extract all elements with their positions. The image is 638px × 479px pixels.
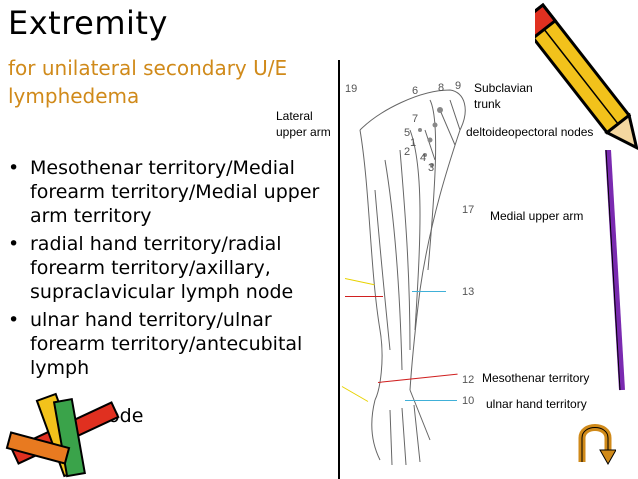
arm-lymphatic-diagram [359,89,466,466]
label-7: 7 [412,113,419,125]
label-12: 12 [462,374,475,386]
label-1: 1 [410,137,417,149]
bullet-list: •Mesothenar territory/Medial forearm ter… [6,156,336,384]
blue-pointer-line [405,400,457,401]
bullet-text: radial hand territory/radial forearm ter… [30,233,294,303]
label-10: 10 [462,395,475,407]
label-2: 2 [404,146,411,158]
crayons-icon [5,392,120,478]
bullet-text: ulnar hand territory/ulnar forearm terri… [30,309,303,379]
divider-line [338,60,340,479]
red-pointer-line [345,296,383,297]
label-mesothenar-territory: Mesothenar territory [482,371,590,385]
bullet-item: •Mesothenar territory/Medial forearm ter… [8,157,320,227]
slide-title: Extremity [8,4,168,42]
label-9: 9 [455,80,462,92]
bullet-text: Mesothenar territory/Medial forearm terr… [30,157,320,227]
label-lateral-upper-arm: Lateral upper arm [276,109,331,139]
label-3: 3 [428,162,435,174]
label-6: 6 [412,85,419,97]
bullet-item: •radial hand territory/radial forearm te… [8,233,294,303]
label-17: 17 [462,204,475,216]
label-13: 13 [462,286,475,298]
label-4: 4 [420,152,427,164]
label-8: 8 [438,82,445,94]
crayon-stick-icon [605,150,625,391]
label-5: 5 [404,127,411,139]
bullet-item: •ulnar hand territory/ulnar forearm terr… [8,309,303,379]
label-ulnar-hand-territory: ulnar hand territory [486,397,587,411]
label-deltoideopectoral-nodes: deltoideopectoral nodes [466,125,594,139]
label-subclavian-trunk: Subclavian trunk [474,81,533,111]
blue-pointer-line [412,291,446,292]
label-19: 19 [345,83,358,95]
slide-subtitle: for unilateral secondary U/E lymphedema [8,56,288,108]
label-medial-upper-arm: Medial upper arm [490,209,584,223]
pencil-icon [535,2,638,151]
u-turn-arrow-icon[interactable] [574,418,616,466]
